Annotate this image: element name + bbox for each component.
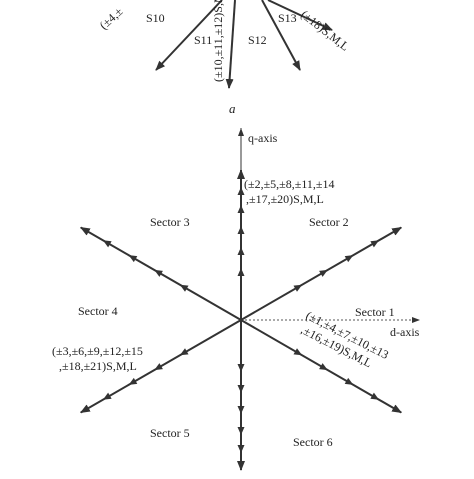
vector-mark-lower-right-3: [344, 377, 354, 385]
top-sector-s10: S10: [146, 11, 165, 25]
top-vector-left: [155, 0, 223, 71]
vector-mark-lower-left-2: [154, 363, 163, 371]
top-sector-s12: S12: [248, 33, 267, 47]
vector-mark-upper-right-1: [293, 284, 303, 292]
vector-mark-up-1: [237, 268, 245, 276]
vector-mark-lower-right-1: [293, 348, 303, 356]
vector-mark-down-1: [237, 364, 245, 372]
top-vector-label-center: (±10,±11,±12)S,M: [211, 0, 225, 82]
vector-mark-up-2: [237, 247, 245, 255]
vector-mark-upper-left-3: [128, 255, 138, 263]
vector-mark-upper-left-2: [154, 269, 163, 277]
top-vector-right: [267, 0, 333, 31]
vector-label-up-line1: (±2,±5,±8,±11,±14: [244, 177, 334, 191]
top-sector-s11: S11: [194, 33, 212, 47]
vector-mark-upper-right-4: [370, 240, 380, 248]
vector-mark-up-3: [237, 226, 245, 234]
top-vector-center: [225, 0, 236, 89]
vector-mark-upper-left-4: [102, 240, 112, 248]
sector-5-label: Sector 5: [150, 426, 190, 440]
vector-mark-lower-right-4: [370, 392, 380, 400]
sector-1-label: Sector 1: [355, 305, 395, 319]
vector-label-lower-left-line1: (±3,±6,±9,±12,±15: [52, 344, 143, 358]
bottom-panel: q-axis d-axis Sector 1 Sector 2 Sector 3…: [52, 128, 420, 471]
vector-mark-up-5: [237, 187, 245, 195]
d-axis-label: d-axis: [390, 325, 420, 339]
vector-mark-down-2: [237, 385, 245, 393]
vector-mark-down-5: [237, 445, 245, 453]
q-axis-label: q-axis: [248, 131, 278, 145]
sector-4-label: Sector 4: [78, 304, 118, 318]
sector-6-label: Sector 6: [293, 435, 333, 449]
switching-vectors: [79, 169, 403, 471]
vector-mark-upper-right-2: [319, 269, 328, 277]
sector-2-label: Sector 2: [309, 215, 349, 229]
vector-mark-up-4: [237, 205, 245, 213]
top-vector-label-right: (±18)S,M,L: [298, 7, 352, 53]
panel-caption-a: a: [229, 101, 236, 116]
vector-mark-upper-left-1: [179, 284, 189, 292]
vector-mark-lower-right-2: [319, 363, 328, 371]
sector-3-label: Sector 3: [150, 215, 190, 229]
vector-mark-upper-right-3: [344, 255, 354, 263]
vector-label-up-line2: ,±17,±20)S,M,L: [246, 192, 324, 206]
vector-label-lower-left-line2: ,±18,±21)S,M,L: [59, 359, 137, 373]
top-panel: S10 S11 S12 S13 (±4,± (±10,±11,±12)S,M (…: [97, 0, 352, 116]
top-vector-label-left: (±4,±: [97, 4, 126, 32]
vector-mark-down-3: [237, 406, 245, 414]
vector-mark-down-4: [237, 427, 245, 435]
vector-mark-lower-left-4: [102, 392, 112, 400]
top-vector-right-inner: [261, 0, 301, 71]
top-sector-s13: S13: [278, 11, 297, 25]
vector-mark-lower-left-1: [179, 348, 189, 356]
vector-mark-lower-left-3: [128, 377, 138, 385]
